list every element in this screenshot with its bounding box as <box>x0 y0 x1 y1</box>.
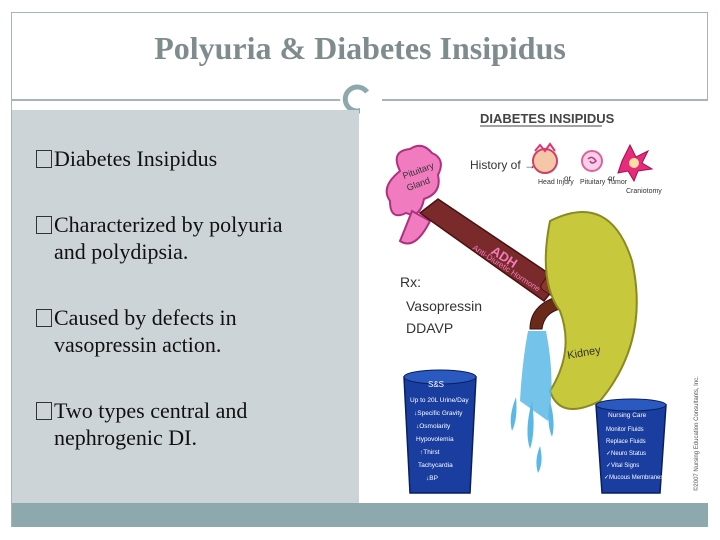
diabetes-insipidus-illustration: DIABETES INSIPIDUS History of → Head Inj… <box>360 101 708 503</box>
title-divider-left <box>12 99 342 101</box>
bullet-text: Caused by defects in <box>54 305 237 330</box>
care-item: ✓Neuro Status <box>606 451 646 457</box>
bullet-text-continued: nephrogenic DI. <box>54 425 197 450</box>
illustration-heading: DIABETES INSIPIDUS <box>480 111 615 126</box>
ss-title: S&S <box>428 380 444 389</box>
nursing-care-cup: Nursing Care Monitor Fluids Replace Flui… <box>595 398 667 494</box>
or-label: or <box>564 174 571 183</box>
bullet-item: Diabetes Insipidus <box>36 145 348 172</box>
bullet-text: Diabetes Insipidus <box>54 146 218 171</box>
ss-item: ↑Thirst <box>420 449 440 456</box>
care-title: Nursing Care <box>608 412 647 419</box>
bullet-item: Two types central and nephrogenic DI. <box>36 397 348 451</box>
bullet-text: Two types central and <box>54 398 248 423</box>
bullet-text-continued: vasopressin action. <box>54 332 222 357</box>
water-stream <box>510 331 554 473</box>
kidney-label: Kidney <box>566 344 602 362</box>
head-injury-icon <box>532 142 558 174</box>
kidney-icon <box>544 211 638 410</box>
footer-bar <box>12 503 708 527</box>
or-label: or <box>608 174 615 183</box>
bullet-glyph-icon <box>36 150 52 168</box>
bullet-item: Caused by defects in vasopressin action. <box>36 304 348 358</box>
pituitary-gland-icon <box>385 144 442 245</box>
ss-item: ↓Specific Gravity <box>414 410 463 417</box>
ss-item: Tachycardia <box>418 462 453 469</box>
care-item: Replace Fluids <box>606 439 646 445</box>
care-item: Monitor Fluids <box>606 427 644 433</box>
rx-item: DDAVP <box>406 320 453 336</box>
care-item: ✓Mucous Membranes <box>604 475 663 481</box>
rx-label: Rx: <box>400 274 421 290</box>
ss-item: ↓Osmolarity <box>416 423 451 430</box>
title-divider-right <box>382 99 708 101</box>
bullet-glyph-icon <box>36 216 52 234</box>
bullet-glyph-icon <box>36 402 52 420</box>
bullet-panel <box>12 110 359 503</box>
signs-symptoms-cup: S&S Up to 20L Urine/Day ↓Specific Gravit… <box>403 369 477 494</box>
copyright-notice: ©2007 Nursing Education Consultants, Inc… <box>693 376 700 491</box>
ss-item: ↓BP <box>426 475 438 482</box>
slide-title: Polyuria & Diabetes Insipidus <box>154 30 566 66</box>
craniotomy-icon <box>617 143 654 183</box>
pituitary-tumor-icon <box>581 150 603 172</box>
cause-label: Craniotomy <box>626 188 662 195</box>
bullet-text-continued: and polydipsia. <box>54 239 189 264</box>
history-label: History of → <box>470 158 536 172</box>
bullet-glyph-icon <box>36 309 52 327</box>
bullet-text: Characterized by polyuria <box>54 212 283 237</box>
care-item: ✓Vital Signs <box>606 463 639 469</box>
ss-item: Hypovolemia <box>416 436 454 443</box>
bullet-item: Characterized by polyuria and polydipsia… <box>36 211 348 265</box>
cause-label: Head Injury <box>538 179 574 186</box>
ss-item: Up to 20L Urine/Day <box>410 397 469 404</box>
rx-item: Vasopressin <box>406 298 482 314</box>
cause-label: Pituitary Tumor <box>580 179 628 186</box>
